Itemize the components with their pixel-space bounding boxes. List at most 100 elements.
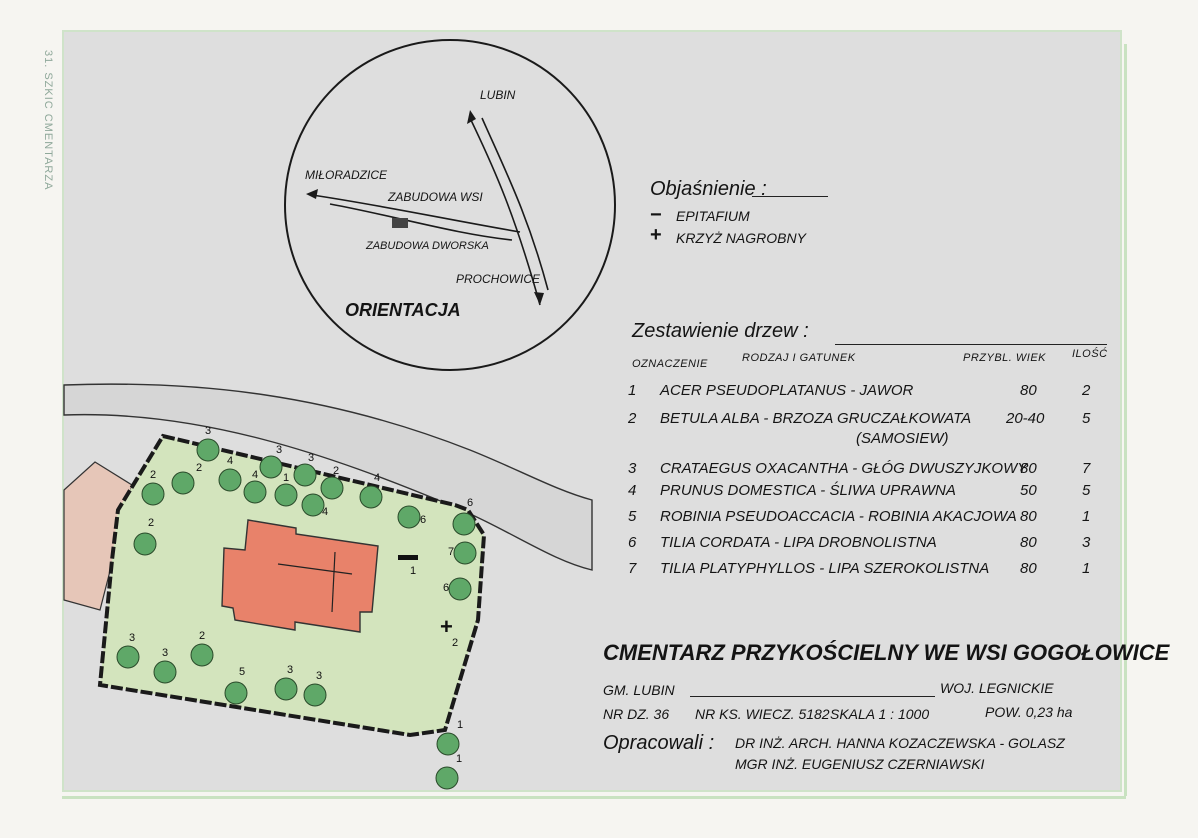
tree-row-age: 80 <box>1020 534 1037 551</box>
tree-marker <box>116 645 140 669</box>
tree-row-count: 5 <box>1082 482 1091 499</box>
author-2: MGR INŻ. EUGENIUSZ CZERNIAWSKI <box>735 756 985 772</box>
road <box>63 383 593 571</box>
tree-number: 1 <box>283 472 289 484</box>
tree-marker <box>359 485 383 509</box>
skala: SKALA 1 : 1000 <box>830 706 930 722</box>
opracowali-label: Opracowali : <box>603 732 715 754</box>
tree-row-mark: 2 <box>628 410 637 427</box>
tree-number: 3 <box>205 425 211 437</box>
header-count: ILOŚĆ <box>1072 348 1108 360</box>
tree-number: 2 <box>150 469 156 481</box>
tree-row-species: ACER PSEUDOPLATANUS - JAWOR <box>660 382 914 399</box>
tree-number: 3 <box>316 670 322 682</box>
epitaph-number: 1 <box>410 565 416 577</box>
tree-marker <box>133 532 157 556</box>
trees-title-underline <box>835 344 1107 345</box>
pow: POW. 0,23 ha <box>985 704 1073 720</box>
tree-number: 3 <box>276 444 282 456</box>
sheet-title: CMENTARZ PRZYKOŚCIELNY WE WSI GOGOŁOWICE <box>603 640 1170 665</box>
tree-row-species: TILIA PLATYPHYLLOS - LIPA SZEROKOLISTNA <box>660 560 990 577</box>
tree-row-count: 2 <box>1082 382 1091 399</box>
tree-number: 1 <box>456 753 462 765</box>
tree-marker <box>259 455 283 479</box>
cross-marker: + <box>440 614 453 639</box>
tree-row-count: 1 <box>1082 508 1091 525</box>
label-zabudowa-wsi: ZABUDOWA WSI <box>388 190 483 204</box>
tree-row-mark: 6 <box>628 534 637 551</box>
tree-number: 4 <box>252 469 258 481</box>
tree-row-age: 80 <box>1020 460 1037 477</box>
tree-number: 2 <box>199 630 205 642</box>
header-species: RODZAJ I GATUNEK <box>742 352 856 364</box>
tree-row-mark: 3 <box>628 460 637 477</box>
tree-row-species: TILIA CORDATA - LIPA DROBNOLISTNA <box>660 534 937 551</box>
tree-row-species: BETULA ALBA - BRZOZA GRUCZAŁKOWATA <box>660 410 972 427</box>
tree-number: 4 <box>227 455 233 467</box>
tree-row-species-note: (SAMOSIEW) <box>856 430 949 447</box>
tree-marker <box>243 480 267 504</box>
tree-marker <box>196 438 220 462</box>
church-cross-v <box>331 551 336 613</box>
tree-number: 4 <box>374 472 380 484</box>
tree-number: 4 <box>322 506 328 518</box>
tree-row-age: 80 <box>1020 560 1037 577</box>
church-cross-h <box>277 563 353 575</box>
tree-row-age: 80 <box>1020 382 1037 399</box>
tree-number: 6 <box>420 514 426 526</box>
header-mark: OZNACZENIE <box>632 358 708 370</box>
tree-marker <box>153 660 177 684</box>
tree-row-age: 50 <box>1020 482 1037 499</box>
trees-table-title: Zestawienie drzew : <box>632 320 809 342</box>
tree-row-species: ROBINIA PSEUDOACCACIA - ROBINIA AKACJOWA <box>660 508 1017 525</box>
legend-title: Objaśnienie : <box>650 178 767 200</box>
tree-marker <box>453 541 477 565</box>
wojewodztwo: WOJ. LEGNICKIE <box>940 680 1054 696</box>
epitaph-symbol: − <box>650 204 662 226</box>
tree-marker <box>190 643 214 667</box>
tree-marker <box>141 482 165 506</box>
gmina-underline <box>690 696 935 697</box>
cross-number: 2 <box>452 637 458 649</box>
tree-row-mark: 5 <box>628 508 637 525</box>
tree-number: 3 <box>308 452 314 464</box>
tree-number: 5 <box>239 666 245 678</box>
epitaph-marker <box>398 555 418 560</box>
tree-row-mark: 1 <box>628 382 637 399</box>
gmina: GM. LUBIN <box>603 682 675 698</box>
tree-row-count: 7 <box>1082 460 1091 477</box>
tree-number: 2 <box>196 462 202 474</box>
author-1: DR INŻ. ARCH. HANNA KOZACZEWSKA - GOLASZ <box>735 735 1065 751</box>
cross-symbol: + <box>650 224 662 246</box>
tree-number: 3 <box>129 632 135 644</box>
tree-marker <box>274 677 298 701</box>
tree-marker <box>171 471 195 495</box>
tree-number: 6 <box>467 497 473 509</box>
nr-dz: NR DZ. 36 <box>603 706 670 722</box>
legend-underline <box>752 196 828 197</box>
tree-number: 2 <box>333 465 339 477</box>
tree-marker <box>218 468 242 492</box>
tree-number: 3 <box>287 664 293 676</box>
tree-row-age: 80 <box>1020 508 1037 525</box>
frame-border-right <box>1124 44 1127 796</box>
church <box>221 519 379 633</box>
tree-row-species: PRUNUS DOMESTICA - ŚLIWA UPRAWNA <box>660 482 956 499</box>
tree-marker <box>435 766 459 790</box>
tree-marker <box>436 732 460 756</box>
tree-number: 3 <box>162 647 168 659</box>
tree-marker <box>452 512 476 536</box>
tree-marker <box>448 577 472 601</box>
tree-row-mark: 4 <box>628 482 637 499</box>
legend-cross-label: KRZYŻ NAGROBNY <box>676 230 806 246</box>
tree-marker <box>274 483 298 507</box>
legend-epitaph-label: EPITAFIUM <box>676 208 750 224</box>
tree-row-count: 5 <box>1082 410 1091 427</box>
tree-number: 1 <box>457 719 463 731</box>
tree-number: 6 <box>443 582 449 594</box>
tree-marker <box>303 683 327 707</box>
